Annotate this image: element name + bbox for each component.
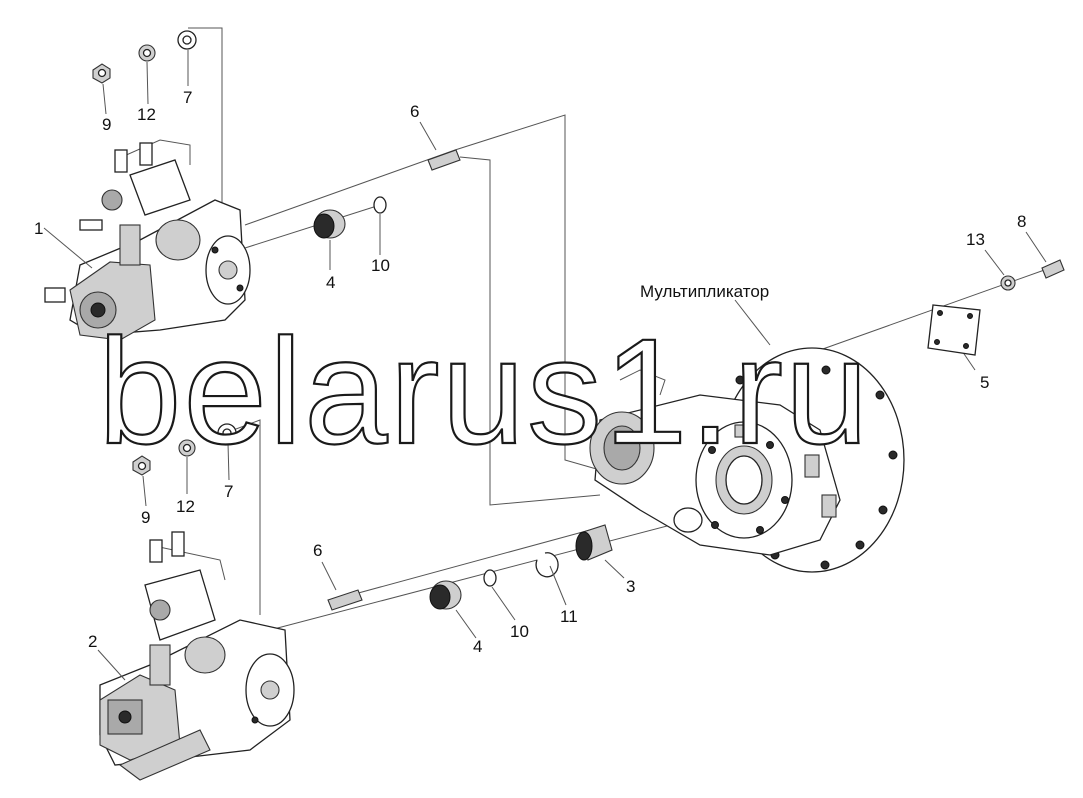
multiplier-housing-icon [589, 347, 905, 573]
nut-icon [92, 63, 111, 84]
washer-icon [177, 30, 197, 50]
label-pump-lower: 2 [88, 632, 97, 651]
label-stud-upper: 6 [410, 102, 419, 121]
label-cover: 5 [980, 373, 989, 392]
label-spring-washer-lower: 12 [176, 497, 195, 516]
label-copper-washer: 13 [966, 230, 985, 249]
label-nut-lower: 9 [141, 508, 150, 527]
label-spring-washer-upper: 12 [137, 105, 156, 124]
label-oring-upper: 10 [371, 256, 390, 275]
label-nut-upper: 9 [102, 115, 111, 134]
nut-icon [132, 455, 151, 476]
o-ring-icon [483, 569, 497, 587]
plug-icon [429, 580, 462, 610]
label-oring-lower: 10 [510, 622, 529, 641]
stud-icon [327, 589, 363, 611]
label-plug-upper: 4 [326, 273, 335, 292]
plug-icon [313, 209, 346, 239]
spring-washer-icon [138, 44, 156, 62]
washer-icon [217, 423, 237, 443]
retaining-ring-icon [535, 552, 559, 578]
assembly-lines [188, 27, 1051, 631]
bolt-icon [1041, 259, 1065, 279]
stud-icon [427, 149, 461, 171]
label-bolt: 8 [1017, 212, 1026, 231]
o-ring-icon [373, 196, 387, 214]
sleeve-icon [575, 524, 613, 561]
callout-labels: 1 2 3 4 4 5 6 6 7 7 8 9 9 10 10 11 12 12… [34, 50, 1047, 681]
hydraulic-pump-lower-icon [99, 531, 295, 781]
label-stud-lower: 6 [313, 541, 322, 560]
copper-washer-icon [1000, 275, 1016, 291]
label-ring: 11 [560, 607, 578, 626]
label-washer-lower: 7 [224, 482, 233, 501]
label-sleeve: 3 [626, 577, 635, 596]
label-washer-upper: 7 [183, 88, 192, 107]
watermark-text: belarus1.ru [98, 307, 870, 475]
label-pump-upper: 1 [34, 219, 43, 238]
label-multiplier: Мультипликатор [640, 282, 769, 301]
hydraulic-pump-upper-icon [44, 139, 251, 341]
spring-washer-icon [178, 439, 196, 457]
label-plug-lower: 4 [473, 637, 482, 656]
cover-plate-icon [927, 304, 981, 356]
